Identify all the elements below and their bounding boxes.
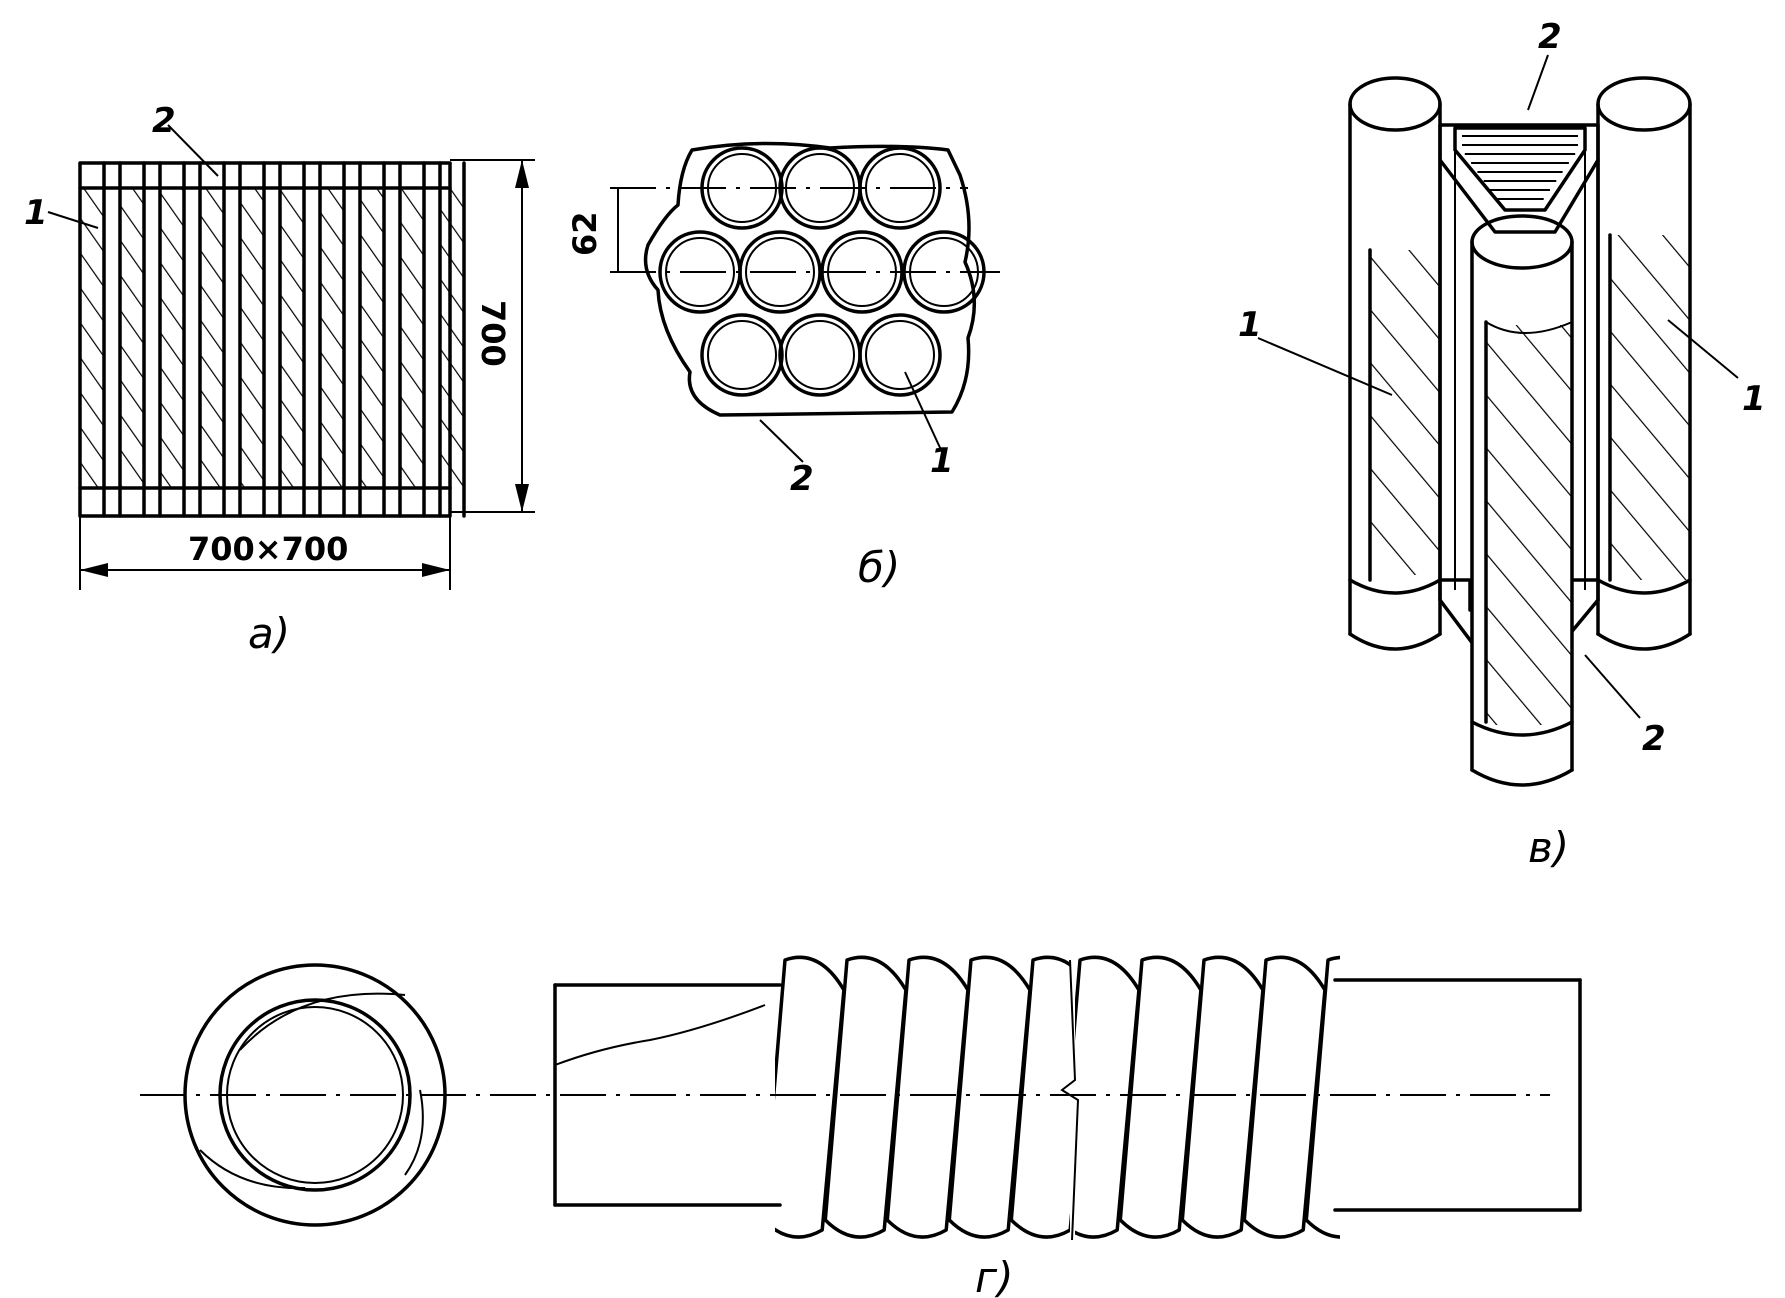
- panel-v-cylinder-left: [1348, 76, 1442, 651]
- panel-a-width-dimension: 700×700: [79, 516, 451, 590]
- panel-a-hatched-strip: [120, 188, 144, 488]
- panel-a-hatched-strip: [200, 188, 224, 488]
- panel-a-hatched-strip: [400, 188, 424, 488]
- panel-g-break-line: [1060, 959, 1080, 1241]
- panel-a-hatched-strip: [360, 188, 384, 488]
- panel-v-label-2-top: 2: [1538, 17, 1562, 57]
- panel-g-coil-turn: [1073, 957, 1154, 1237]
- panel-v-label-1-left: 1: [1238, 305, 1262, 345]
- panel-a-height-dim: 700: [474, 300, 512, 367]
- panel-b-tube-inner: [745, 237, 815, 307]
- panel-a-hatched-strip: [80, 188, 104, 488]
- panel-b-leaders: [759, 371, 943, 463]
- panel-a-label-1: 1: [24, 193, 48, 233]
- panel-a-height-dimension: 700: [450, 159, 535, 513]
- panel-b-tube: [700, 313, 784, 397]
- panel-g-coil-right: [1075, 955, 1449, 1239]
- panel-b-tube-inner: [865, 320, 935, 390]
- panel-b-matrix-outline: [643, 141, 977, 417]
- panel-v-caption: в): [1528, 823, 1569, 872]
- panel-b-tube: [778, 313, 862, 397]
- panel-v-label-1-right: 1: [1742, 379, 1766, 419]
- panel-a-width-dim: 700×700: [188, 530, 348, 568]
- panel-g: г): [140, 955, 1582, 1298]
- panel-b-caption: б): [858, 543, 900, 592]
- panel-v-cylinder-right: [1596, 76, 1692, 651]
- panel-g-coil-turn: [1242, 955, 1327, 1239]
- panel-b-label-1: 1: [930, 441, 954, 481]
- panel-b-pitch-dimension: 62: [566, 188, 619, 272]
- panel-g-coil-turn: [1368, 957, 1449, 1237]
- panel-a-label-2: 2: [152, 101, 176, 141]
- panel-b-tube-inner: [785, 320, 855, 390]
- panel-g-coil-turn: [947, 955, 1032, 1239]
- panel-a-hatched-strip: [440, 188, 464, 488]
- panel-a-strips: [80, 161, 466, 518]
- panel-g-caption: г): [975, 1253, 1013, 1298]
- panel-a-hatched-strip: [240, 188, 264, 488]
- panel-g-coil-turn: [885, 955, 970, 1239]
- panel-v: 1 1 2 2 в): [1238, 17, 1766, 872]
- panel-a-leaders: [47, 124, 219, 229]
- panel-b-pitch-dim: 62: [566, 211, 604, 256]
- panel-g-coil-turn: [1118, 955, 1203, 1239]
- panel-g-coil-left: [775, 955, 1154, 1239]
- panel-g-side-view: [553, 978, 1582, 1212]
- panel-b-centerlines: [610, 187, 1000, 273]
- panel-a-hatched-strip: [160, 188, 184, 488]
- panel-a-hatched-strip: [320, 188, 344, 488]
- panel-g-coil-turn: [1304, 955, 1340, 1239]
- panel-b-label-2: 2: [790, 459, 814, 499]
- panel-v-label-2-bottom: 2: [1642, 719, 1666, 759]
- panel-a: 1 2 700 700×700 а): [24, 101, 535, 658]
- panel-g-coil-turn: [775, 955, 846, 1239]
- panel-v-cylinder-front: [1470, 214, 1574, 787]
- panel-b: 62 2 1 б): [566, 141, 1000, 592]
- panel-v-channel-stripes: [1462, 135, 1578, 200]
- panel-a-caption: а): [248, 609, 290, 658]
- panel-v-leaders: [1257, 54, 1739, 719]
- panel-g-coil-turn: [1075, 955, 1141, 1239]
- panel-g-coil-turn: [823, 955, 908, 1239]
- panel-b-tube: [858, 313, 942, 397]
- panel-a-hatched-strip: [280, 188, 304, 488]
- panel-g-coil-turn: [1009, 955, 1070, 1239]
- panel-b-tube-inner: [707, 320, 777, 390]
- panel-a-grid: [78, 161, 466, 518]
- panel-g-coil-turn: [1180, 955, 1265, 1239]
